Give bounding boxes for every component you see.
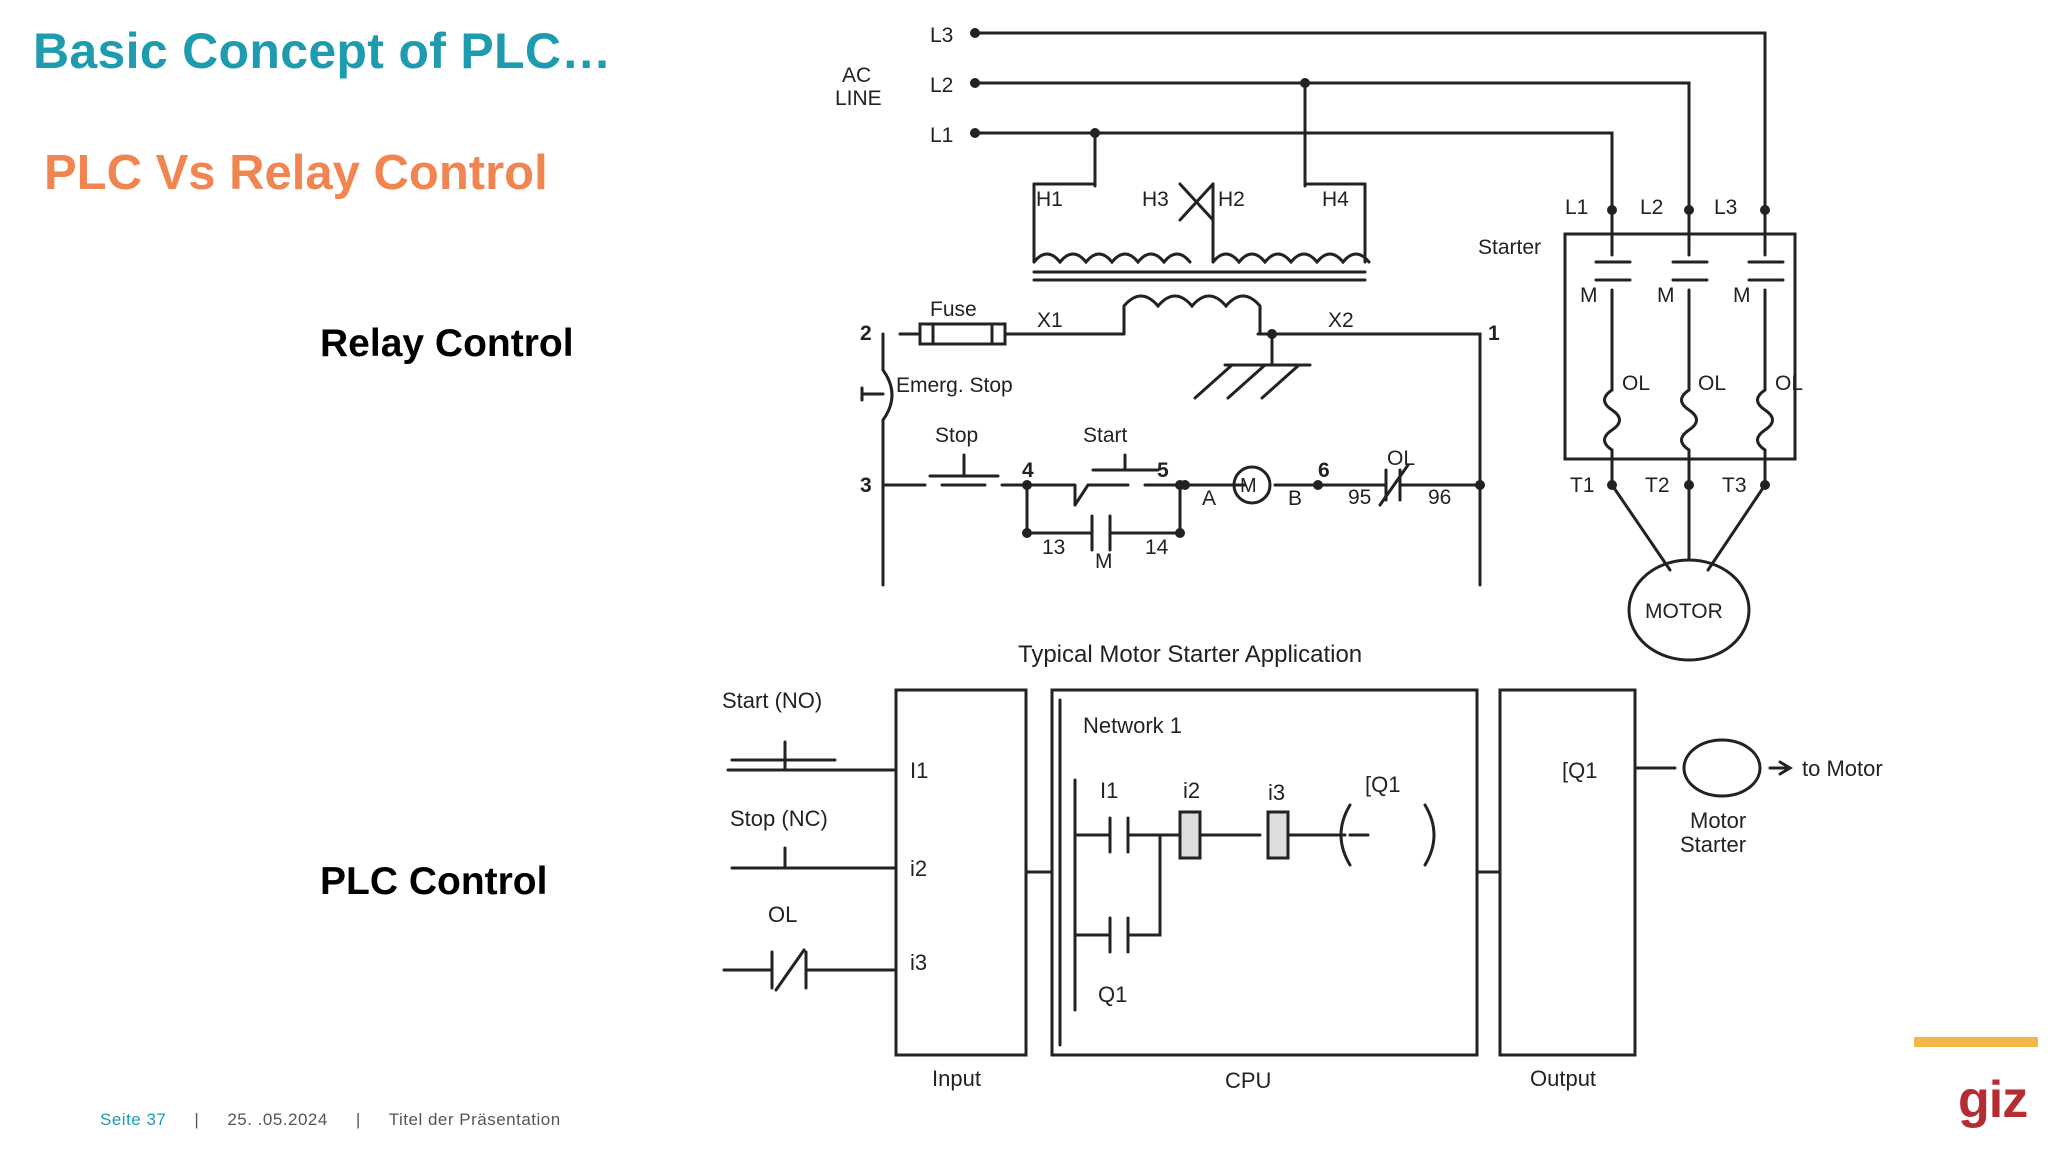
line-l1: L1 (930, 124, 953, 147)
footer-date: 25. .05.2024 (227, 1110, 328, 1129)
emergency-stop-label: Emerg. Stop (896, 374, 1013, 397)
start-no-label: Start (NO) (722, 688, 822, 713)
contact-i3: i3 (1268, 780, 1285, 805)
starter-input-l2: L2 (1640, 196, 1663, 219)
fuse-label: Fuse (930, 298, 977, 321)
node-3: 3 (860, 474, 872, 497)
contact-i1: I1 (1100, 778, 1118, 803)
terminal-x2: X2 (1328, 309, 1354, 332)
stop-label: Stop (935, 424, 978, 447)
coil-q1: [Q1 (1365, 772, 1400, 797)
stop-nc-label: Stop (NC) (730, 806, 828, 831)
contact-i2: i2 (1183, 778, 1200, 803)
node-14: 14 (1145, 536, 1169, 559)
footer: Seite 37|25. .05.2024|Titel der Präsenta… (100, 1110, 561, 1129)
node-1: 1 (1488, 322, 1500, 345)
line-l2: L2 (930, 74, 953, 97)
seal-in-q1: Q1 (1098, 982, 1127, 1007)
starter-ol-3: OL (1775, 372, 1803, 395)
network-label: Network 1 (1083, 713, 1182, 738)
section-output: Output (1530, 1066, 1596, 1091)
aux-contact-label: M (1095, 550, 1113, 573)
presentation-title: Titel der Präsentation (388, 1110, 561, 1129)
starter-contact-2: M (1657, 284, 1675, 307)
node-95: 95 (1348, 486, 1371, 509)
to-motor-label: to Motor (1802, 756, 1883, 781)
giz-logo: giz (1958, 1071, 2028, 1129)
terminal-h2: H2 (1218, 188, 1245, 211)
starter-output-t2: T2 (1645, 474, 1670, 497)
terminal-h4: H4 (1322, 188, 1349, 211)
starter-contact-3: M (1733, 284, 1751, 307)
terminal-h1: H1 (1036, 188, 1063, 211)
input-i3: i3 (910, 950, 927, 975)
starter-title: Starter (1478, 236, 1541, 259)
terminal-h3: H3 (1142, 188, 1169, 211)
section-cpu: CPU (1225, 1068, 1271, 1093)
node-a: A (1202, 487, 1216, 510)
terminal-x1: X1 (1037, 309, 1063, 332)
input-i2: i2 (910, 856, 927, 881)
relay-control-label: Relay Control (320, 322, 574, 365)
ac-label-1: AC (842, 64, 871, 87)
motor-label: MOTOR (1645, 600, 1723, 623)
node-6: 6 (1318, 459, 1330, 482)
starter-contact-1: M (1580, 284, 1598, 307)
line-l3: L3 (930, 24, 953, 47)
node-96: 96 (1428, 486, 1451, 509)
input-i1: I1 (910, 758, 928, 783)
slide-subtitle: PLC Vs Relay Control (44, 146, 548, 200)
node-2: 2 (860, 322, 872, 345)
starter-ol-1: OL (1622, 372, 1650, 395)
ol-label: OL (1387, 447, 1415, 470)
page-number: Seite 37 (100, 1110, 167, 1129)
motor-starter-label-1: Motor (1690, 808, 1746, 833)
node-13: 13 (1042, 536, 1065, 559)
node-5: 5 (1157, 459, 1169, 482)
section-input: Input (932, 1066, 981, 1091)
starter-ol-2: OL (1698, 372, 1726, 395)
start-label: Start (1083, 424, 1128, 447)
slide-title: Basic Concept of PLC… (33, 23, 612, 79)
output-q1: [Q1 (1562, 758, 1597, 783)
ol-field-label: OL (768, 902, 797, 927)
starter-input-l1: L1 (1565, 196, 1588, 219)
starter-input-l3: L3 (1714, 196, 1737, 219)
diagram-caption: Typical Motor Starter Application (1018, 641, 1362, 668)
motor-starter-label-2: Starter (1680, 832, 1746, 857)
node-4: 4 (1022, 459, 1034, 482)
plc-control-label: PLC Control (320, 860, 548, 903)
motor-symbol: M (1240, 475, 1257, 497)
node-b: B (1288, 487, 1302, 510)
starter-output-t3: T3 (1722, 474, 1747, 497)
starter-output-t1: T1 (1570, 474, 1595, 497)
ac-label-2: LINE (835, 87, 882, 110)
accent-bar (1914, 1037, 2038, 1047)
